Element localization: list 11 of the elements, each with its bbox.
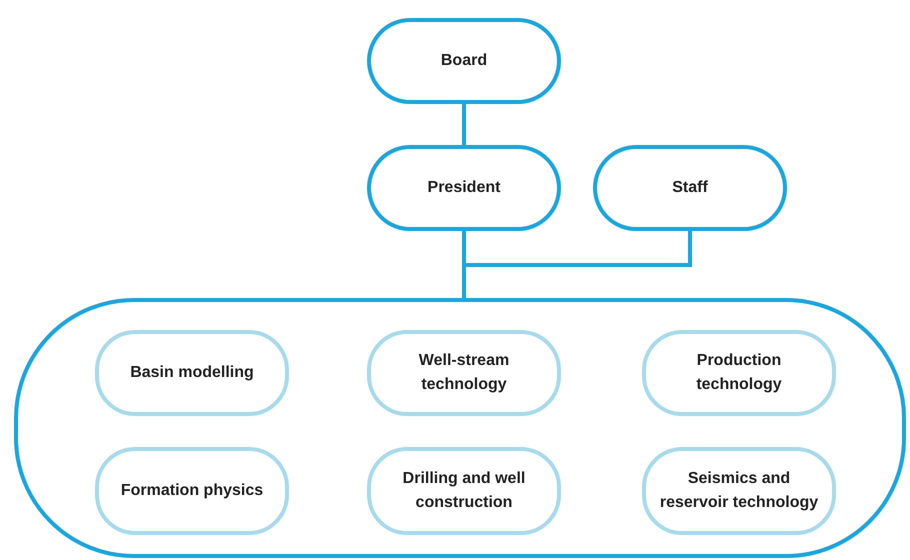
connector-line bbox=[462, 231, 692, 298]
node-label: Formation physics bbox=[120, 481, 264, 501]
node-label: President bbox=[426, 178, 502, 198]
node-label: Basin modelling bbox=[129, 363, 255, 383]
node-label: Staff bbox=[671, 178, 709, 198]
node-label: Seismics and reservoir technology bbox=[658, 469, 820, 513]
node-label: Drilling and well construction bbox=[402, 469, 526, 513]
node-label: Well-stream technology bbox=[418, 351, 510, 395]
node-label: Board bbox=[440, 51, 488, 71]
node-label: Production technology bbox=[695, 351, 783, 395]
connector-line bbox=[462, 104, 466, 145]
